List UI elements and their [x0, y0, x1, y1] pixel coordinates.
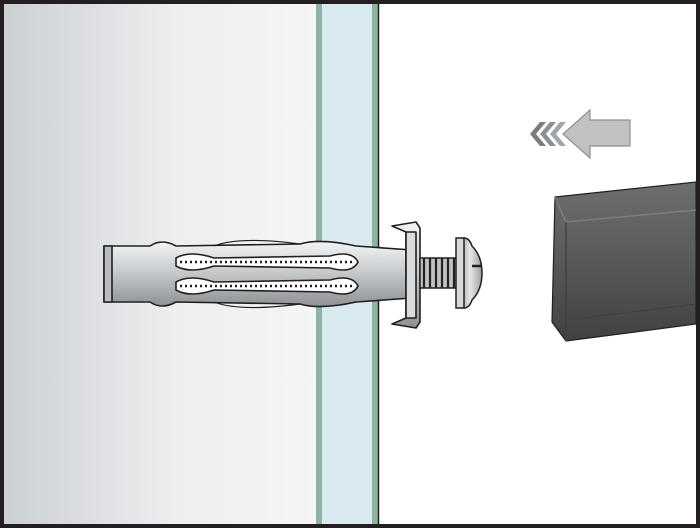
hammer-head-icon	[551, 181, 697, 342]
machine-screw	[419, 237, 483, 309]
arrow-left-icon	[530, 108, 631, 160]
anchor-collar	[391, 221, 421, 329]
hollow-wall-anchor	[103, 239, 413, 309]
